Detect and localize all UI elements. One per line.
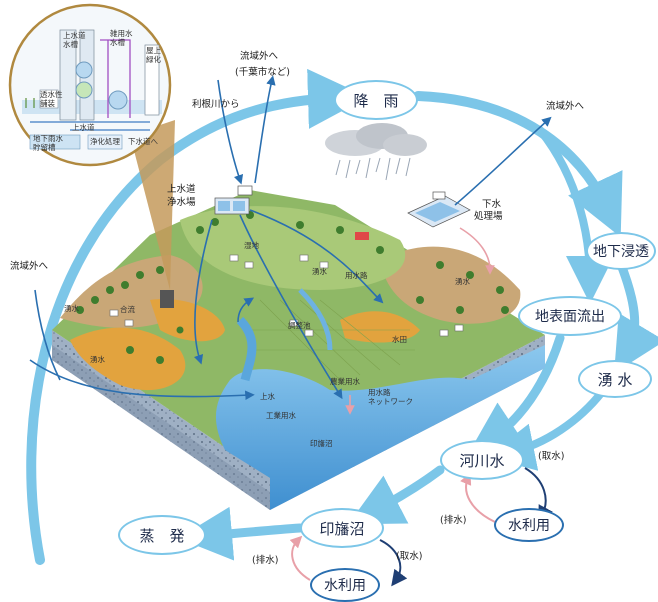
cycle-arrows <box>26 68 658 565</box>
label-outflow-top-sub: (千葉市など) <box>235 67 290 78</box>
node-evaporation-label: 蒸 発 <box>139 526 185 545</box>
inset-rooftop-label: 屋上 緑化 <box>146 46 161 64</box>
node-rain: 降 雨 <box>334 80 418 120</box>
inset-storage-label: 地下雨水 貯留槽 <box>33 134 63 152</box>
label-sewage-2: 処理場 <box>474 211 503 222</box>
trees <box>76 211 509 364</box>
node-surface-runoff: 地表面流出 <box>518 296 622 336</box>
arrow-rain-to-runoff <box>536 126 614 304</box>
node-inbanuma: 印旛沼 <box>300 508 384 548</box>
node-river-water-label: 河川水 <box>459 451 505 470</box>
label-drain-river: (排水) <box>440 515 467 526</box>
node-surface-runoff-label: 地表面流出 <box>535 309 605 325</box>
label-tap-water: 上水 <box>260 392 275 401</box>
rain-cloud <box>325 123 427 181</box>
label-intake-lake: (取水) <box>396 551 423 562</box>
label-yusui-2: 湧水 <box>90 355 105 364</box>
label-yusui-4: 湧水 <box>455 277 470 286</box>
label-rainwater-pond: 調整池 <box>288 321 311 330</box>
node-spring-label: 湧 水 <box>597 370 633 389</box>
lake-inbanuma <box>215 345 545 510</box>
arrow-lake-to-evap <box>178 506 305 561</box>
node-ground-infiltration: 地下浸透 <box>586 232 656 270</box>
node-water-use-lake-label: 水利用 <box>324 578 366 594</box>
sewage-plant <box>407 191 471 228</box>
label-from-tone: 利根川から <box>192 99 240 110</box>
label-drain-lake: (排水) <box>252 555 279 566</box>
label-canal: 用水路 <box>345 271 368 280</box>
label-farmland: 水田 <box>392 335 407 344</box>
label-marsh: 湿地 <box>244 241 259 250</box>
arrow-left-to-rain <box>26 68 368 565</box>
houses <box>109 254 464 337</box>
node-water-use-lake: 水利用 <box>310 568 380 602</box>
node-evaporation: 蒸 発 <box>118 515 206 555</box>
node-river-water: 河川水 <box>440 440 524 480</box>
label-yusui-1: 湧水 <box>64 304 79 313</box>
lake-water-use-loop <box>289 535 408 587</box>
label-water-network: 用水路 ネットワーク <box>368 388 413 406</box>
field-grid <box>250 299 415 381</box>
label-water-plant-1: 上水道 <box>167 184 196 195</box>
node-rain-label: 降 雨 <box>353 91 399 110</box>
inset-tank1-label: 上水道 水槽 <box>63 31 86 49</box>
label-lake: 印旛沼 <box>310 439 333 448</box>
label-sewage-1: 下水 <box>482 199 502 210</box>
slope-mid <box>150 299 225 342</box>
label-outflow-right: 流域外へ <box>546 101 585 112</box>
arrow-infiltration-to-spring <box>614 257 658 374</box>
arrow-spring-to-river <box>486 388 606 471</box>
label-yusui-3: 湧水 <box>312 267 327 276</box>
label-intake-river: (取水) <box>538 451 565 462</box>
node-water-use-river-label: 水利用 <box>508 518 550 534</box>
inset-sewer-label: 下水道へ <box>128 137 158 146</box>
slope-left <box>70 327 186 391</box>
inset-tank2-label: 雑用水 水槽 <box>110 29 133 47</box>
inset-rainwater-system <box>8 3 175 290</box>
label-industrial: 工業用水 <box>266 411 296 420</box>
label-outflow-left: 流域外へ <box>10 261 49 272</box>
internal-flow-arrows <box>29 75 552 401</box>
node-spring: 湧 水 <box>578 360 652 398</box>
node-ground-infiltration-label: 地下浸透 <box>593 244 649 260</box>
label-outflow-top: 流域外へ <box>240 51 279 62</box>
factory <box>160 290 174 308</box>
inset-permeable-label: 透水性 舗装 <box>40 90 63 108</box>
drain-arrows-inner <box>345 227 495 415</box>
label-goseki: 合流 <box>120 305 135 314</box>
water-plant <box>214 185 253 215</box>
inset-treatment-label: 浄化処理 <box>90 137 120 146</box>
river <box>236 316 257 382</box>
label-water-plant-2: 浄水場 <box>167 197 196 208</box>
arrow-river-to-lake <box>348 465 445 525</box>
node-water-use-river: 水利用 <box>494 508 564 542</box>
label-rice-irrigation: 農業用水 <box>330 377 360 386</box>
slope-right <box>340 311 420 343</box>
inset-tap-pipe-label: 上水道 <box>72 123 95 132</box>
node-inbanuma-label: 印旛沼 <box>319 519 365 538</box>
